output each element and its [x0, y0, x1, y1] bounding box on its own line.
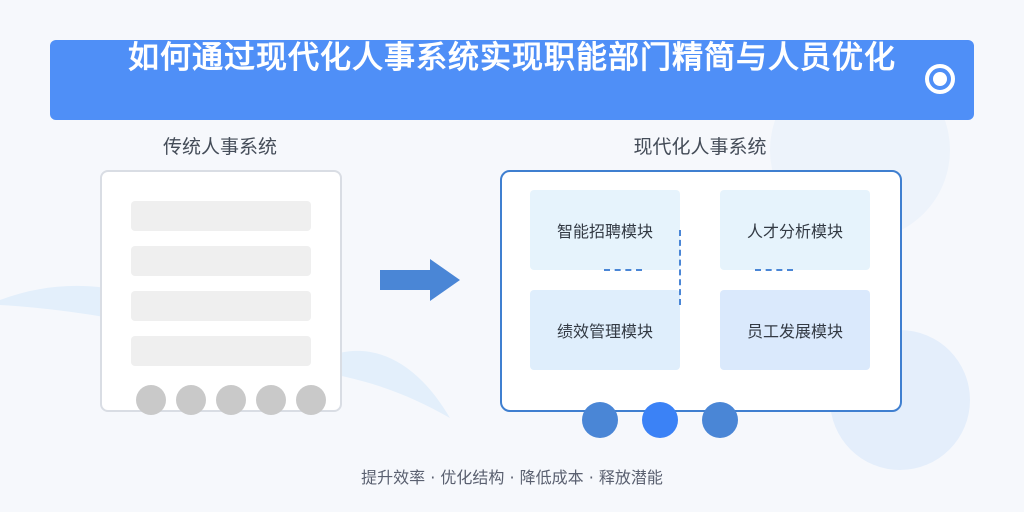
ring-icon	[925, 64, 955, 94]
footer-tagline: 提升效率 · 优化结构 · 降低成本 · 释放潜能	[361, 468, 663, 487]
modern-dot	[702, 402, 738, 438]
connector-line	[679, 230, 681, 305]
module-label: 人才分析模块	[746, 222, 843, 241]
legacy-row	[131, 246, 311, 276]
title-banner	[50, 40, 974, 120]
legacy-dot	[216, 385, 246, 415]
module-label: 绩效管理模块	[556, 322, 653, 341]
module-development: 员工发展模块	[720, 290, 870, 370]
module-recruitment: 智能招聘模块	[530, 190, 680, 270]
legacy-row	[131, 336, 311, 366]
modern-dot	[642, 402, 678, 438]
connector-line	[755, 269, 793, 271]
legacy-system-label: 传统人事系统	[162, 136, 277, 158]
legacy-dot	[136, 385, 166, 415]
module-performance: 绩效管理模块	[530, 290, 680, 370]
page-title: 如何通过现代化人事系统实现职能部门精简与人员优化	[128, 40, 896, 76]
modern-system-label: 现代化人事系统	[633, 136, 767, 158]
legacy-row	[131, 291, 311, 321]
connector-line	[604, 269, 642, 271]
module-label: 员工发展模块	[746, 322, 843, 341]
modern-dot	[582, 402, 618, 438]
legacy-dot	[256, 385, 286, 415]
legacy-system-panel	[100, 170, 342, 415]
right-arrow-icon	[380, 259, 460, 301]
legacy-dot	[296, 385, 326, 415]
module-label: 智能招聘模块	[556, 222, 653, 241]
legacy-dot	[176, 385, 206, 415]
module-talent-analysis: 人才分析模块	[720, 190, 870, 270]
legacy-row	[131, 201, 311, 231]
